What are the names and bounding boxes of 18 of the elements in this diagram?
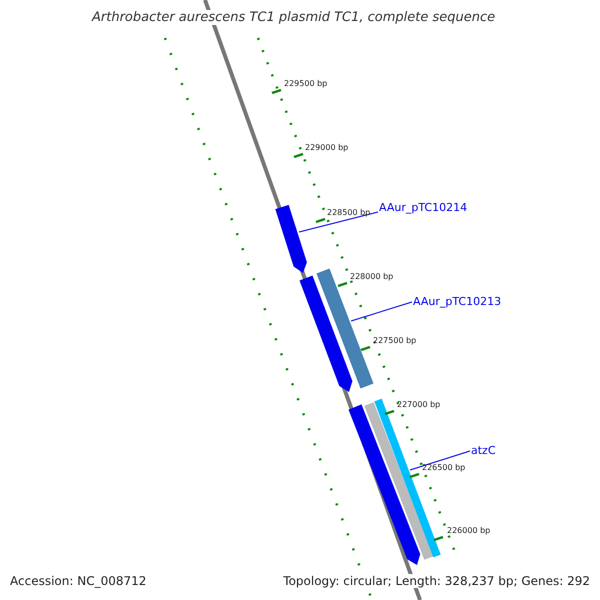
summary-text: Topology: circular; Length: 328,237 bp; Genes: 292: [283, 574, 590, 588]
accession-text: Accession: NC_008712: [10, 574, 146, 588]
leader-line: [350, 302, 412, 322]
tick-label: 228000 bp: [350, 272, 394, 281]
tick-label: 229000 bp: [305, 143, 348, 152]
tick-label: 226000 bp: [447, 526, 490, 535]
gene-label: AAur_pTC10214: [379, 201, 468, 214]
gene-feature: [275, 204, 307, 273]
tick-label: 228500 bp: [327, 208, 370, 217]
leader-line: [410, 450, 470, 470]
leader-line: [298, 212, 378, 232]
tick-label: 227000 bp: [397, 400, 440, 409]
gene-label: atzC: [471, 444, 496, 457]
gene-label: AAur_pTC10213: [413, 295, 502, 308]
gene-feature: [300, 276, 352, 392]
tick-label: 227500 bp: [373, 336, 416, 345]
tick-label: 226500 bp: [422, 463, 466, 472]
tick-label: 229500 bp: [284, 79, 328, 88]
